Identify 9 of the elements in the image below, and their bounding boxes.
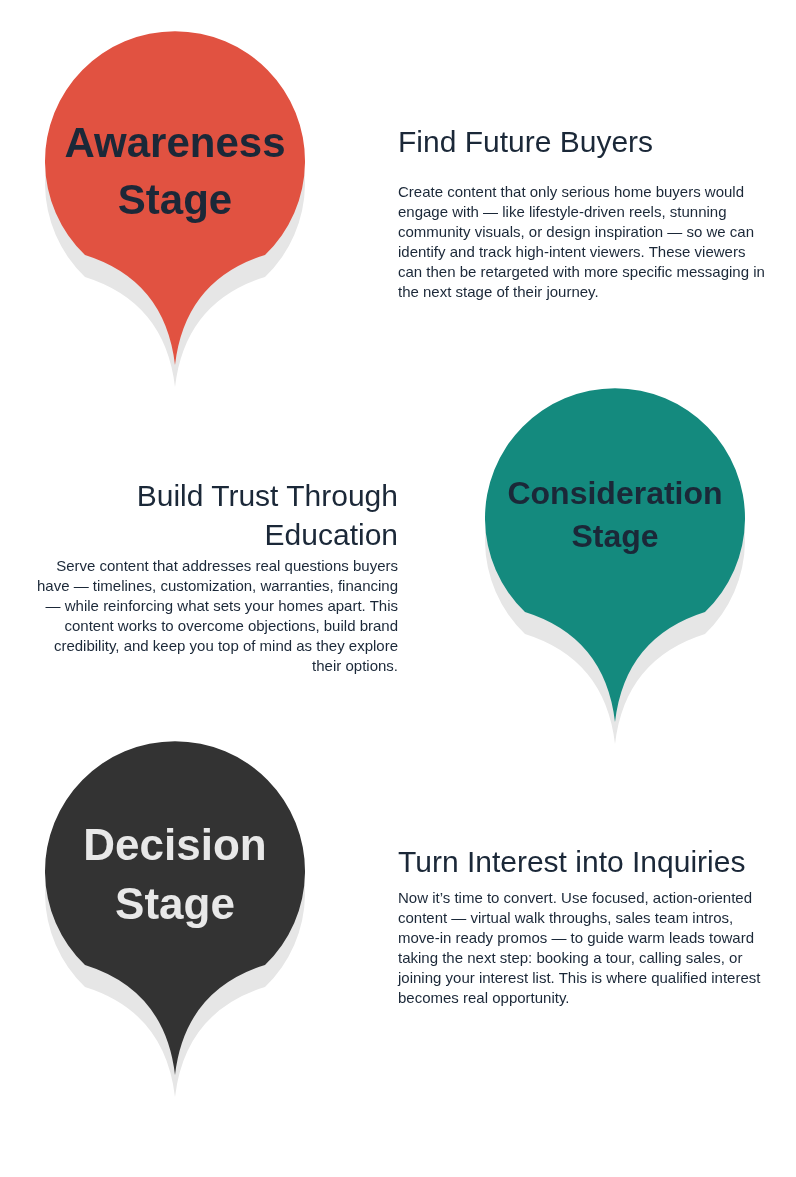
description-paragraph: Serve content that addresses real questions buyers have — timelines, customization, warranties, financing — while reinforcing what sets your homes apart. This content works to overcome objections, build brand credibility, and keep you top of mind as they explore their options. xyxy=(36,556,398,676)
description-paragraph: Now it’s time to convert. Use focused, action-oriented content — virtual walk throughs, sales team intros, move-in ready promos — to guide warm leads toward taking the next step: booking a tour, calling sales, or joining your interest list. This is where qualified interest becomes real opportunity. xyxy=(398,888,762,1008)
section-heading: Build Trust Through Education xyxy=(135,478,398,553)
stage-title: Consideration Stage xyxy=(506,474,724,557)
section-heading: Find Future Buyers xyxy=(398,124,655,160)
section-heading: Turn Interest into Inquiries xyxy=(398,844,747,880)
description-paragraph: Create content that only serious home buyers would engage with — like lifestyle-driven reels, stunning community visuals, or design inspiration — so we can identify and track high-intent viewers. These viewers can then be retargeted with more specific messaging in the next stage of their journey. xyxy=(398,182,766,302)
stage-title: Decision Stage xyxy=(82,819,268,931)
stage-title: Awareness Stage xyxy=(63,118,287,225)
